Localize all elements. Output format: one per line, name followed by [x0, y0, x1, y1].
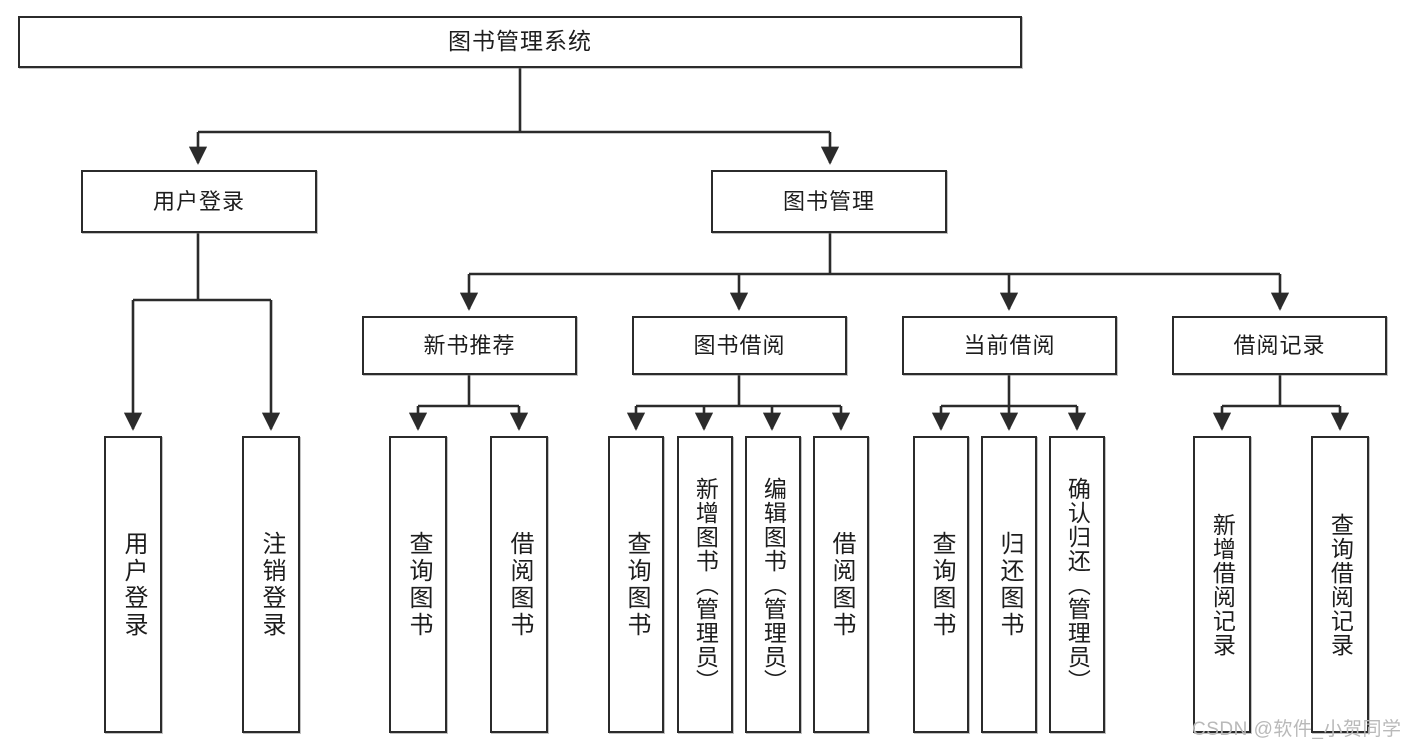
node-leaf-borrow-query-book[interactable]: 查询图书: [608, 436, 664, 733]
node-label: 注销登录: [257, 530, 285, 639]
node-book-manage[interactable]: 图书管理: [711, 170, 947, 233]
node-borrow-record[interactable]: 借阅记录: [1172, 316, 1387, 375]
node-leaf-cur-query-book[interactable]: 查询图书: [913, 436, 969, 733]
node-label: 编辑图书（管理员）: [760, 476, 787, 693]
node-label: 借阅图书: [827, 530, 855, 639]
node-leaf-user-logout[interactable]: 注销登录: [242, 436, 300, 733]
node-leaf-cur-return-book[interactable]: 归还图书: [981, 436, 1037, 733]
csdn-watermark: CSDN @软件_小贺同学: [1192, 719, 1402, 740]
node-book-borrow[interactable]: 图书借阅: [632, 316, 847, 375]
node-leaf-rec-query-book[interactable]: 查询图书: [389, 436, 447, 733]
node-leaf-borrow-edit-book[interactable]: 编辑图书（管理员）: [745, 436, 801, 733]
node-leaf-borrow-add-book[interactable]: 新增图书（管理员）: [677, 436, 733, 733]
node-label: 新增借阅记录: [1209, 512, 1236, 657]
node-label: 图书借阅: [693, 332, 786, 358]
node-leaf-rec-borrow-book[interactable]: 借阅图书: [490, 436, 548, 733]
node-user-login[interactable]: 用户登录: [81, 170, 317, 233]
node-root-system[interactable]: 图书管理系统: [18, 16, 1022, 68]
node-label: 查询图书: [622, 530, 650, 639]
node-label: 查询借阅记录: [1327, 512, 1354, 657]
node-label: 确认归还（管理员）: [1064, 476, 1091, 693]
node-label: 用户登录: [119, 530, 147, 639]
node-label: 图书管理: [782, 188, 875, 214]
node-leaf-cur-confirm-return[interactable]: 确认归还（管理员）: [1049, 436, 1105, 733]
node-new-book-rec[interactable]: 新书推荐: [362, 316, 577, 375]
node-label: 新书推荐: [423, 332, 516, 358]
node-label: 归还图书: [995, 530, 1023, 639]
node-label: 查询图书: [404, 530, 432, 639]
node-label: 借阅图书: [505, 530, 533, 639]
node-label: 用户登录: [152, 188, 245, 214]
node-leaf-user-login[interactable]: 用户登录: [104, 436, 162, 733]
node-leaf-record-search[interactable]: 查询借阅记录: [1311, 436, 1369, 733]
node-leaf-record-add[interactable]: 新增借阅记录: [1193, 436, 1251, 733]
node-leaf-borrow-do-borrow[interactable]: 借阅图书: [813, 436, 869, 733]
node-label: 借阅记录: [1233, 332, 1326, 358]
node-label: 图书管理系统: [448, 28, 592, 55]
node-current-borrow[interactable]: 当前借阅: [902, 316, 1117, 375]
node-label: 查询图书: [927, 530, 955, 639]
node-label: 当前借阅: [963, 332, 1056, 358]
node-label: 新增图书（管理员）: [692, 476, 719, 693]
